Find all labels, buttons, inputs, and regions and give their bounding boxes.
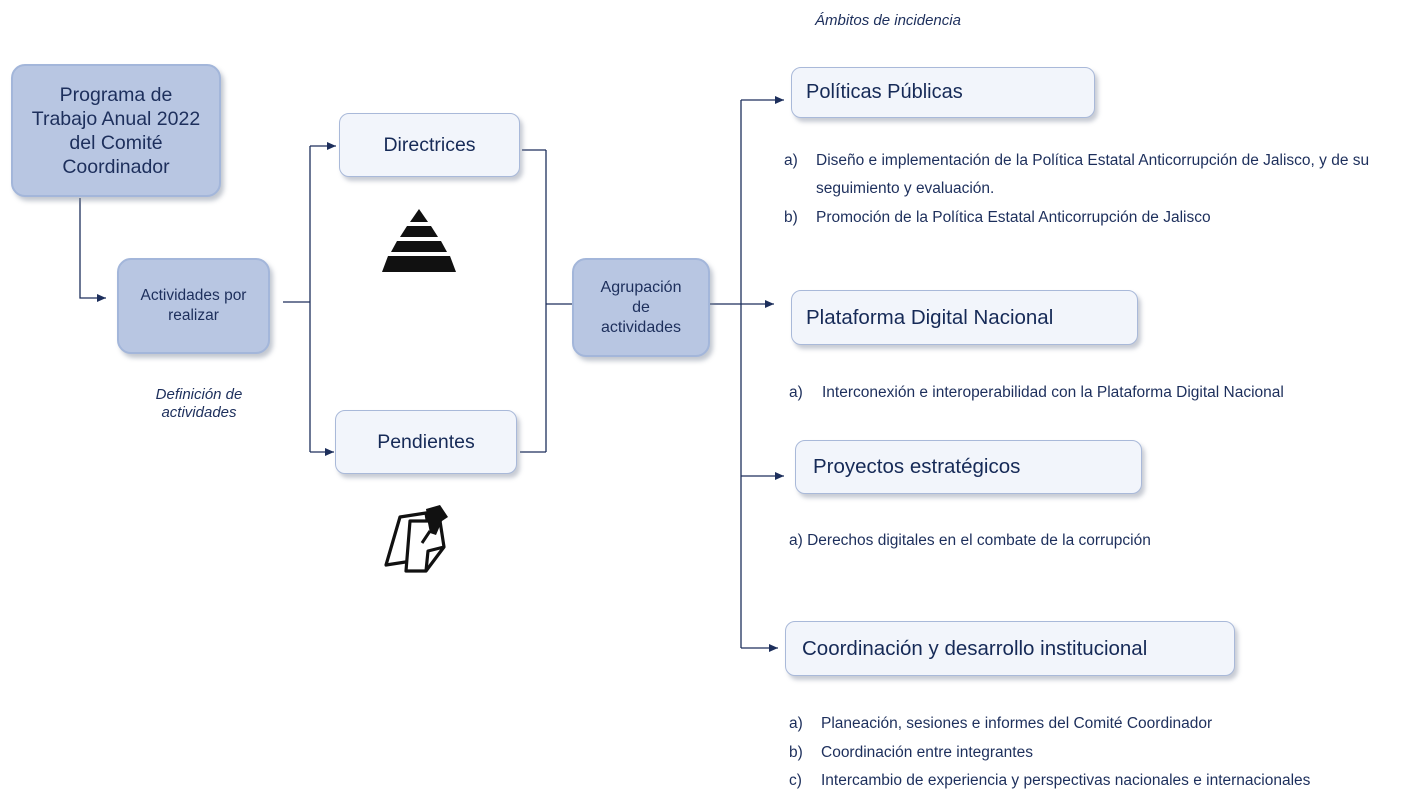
pinned-notes-icon <box>384 505 448 573</box>
list-marker: c) <box>789 772 802 789</box>
list-marker: b) <box>784 209 798 226</box>
list-marker: b) <box>789 744 803 761</box>
list-text: Diseño e implementación de la Política E… <box>816 152 1370 169</box>
list-text: a) Derechos digitales en el combate de l… <box>789 532 1151 549</box>
activities-caption: Definición de actividades <box>155 386 243 421</box>
program-box: Programa de Trabajo Anual 2022 del Comit… <box>11 64 221 197</box>
list-text: Interconexión e interoperabilidad con la… <box>822 384 1284 401</box>
list-text: Planeación, sesiones e informes del Comi… <box>821 715 1213 732</box>
list-marker: a) <box>784 152 798 169</box>
list-text: Coordinación entre integrantes <box>821 744 1033 761</box>
ambito-box-plataforma-digital: Plataforma Digital Nacional <box>791 290 1138 345</box>
list-text: Intercambio de experiencia y perspectiva… <box>821 772 1311 789</box>
agrupacion-box: Agrupación de actividades <box>572 258 710 357</box>
ambito-box-coordinacion: Coordinación y desarrollo institucional <box>785 621 1235 676</box>
pendientes-box: Pendientes <box>335 410 517 474</box>
ambitos-caption: Ámbitos de incidencia <box>815 12 961 29</box>
ambito-box-politicas-publicas: Políticas Públicas <box>791 67 1095 118</box>
list-marker: a) <box>789 715 803 732</box>
activities-box: Actividades por realizar <box>117 258 270 354</box>
list-text: seguimiento y evaluación. <box>816 180 995 197</box>
directrices-box: Directrices <box>339 113 520 177</box>
pyramid-icon <box>382 209 456 272</box>
ambito-box-proyectos-estrategicos: Proyectos estratégicos <box>795 440 1142 494</box>
list-text: Promoción de la Política Estatal Anticor… <box>816 209 1211 226</box>
list-marker: a) <box>789 384 803 401</box>
